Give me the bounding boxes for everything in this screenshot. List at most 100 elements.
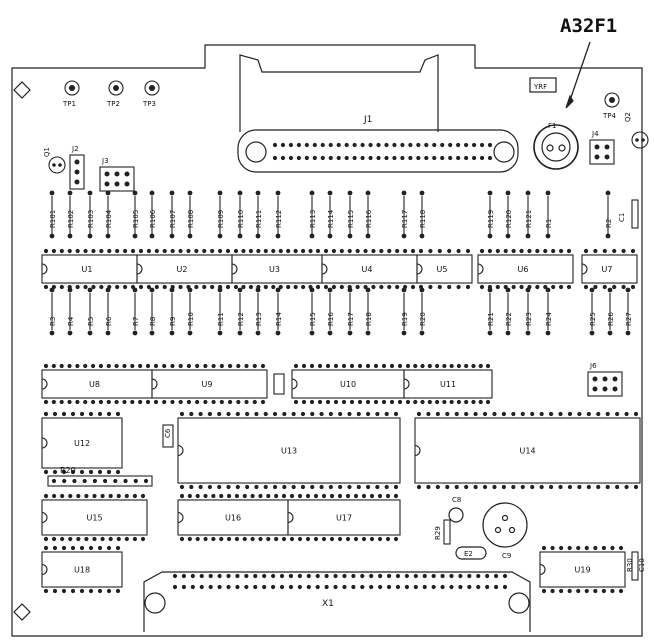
resistor-r119: R119 [487, 210, 495, 228]
ic-u7 [581, 254, 638, 284]
e2-label: E2 [464, 550, 473, 558]
resistor-r6: R6 [105, 316, 113, 326]
resistor-r5: R5 [87, 317, 95, 326]
q2-label: Q2 [624, 112, 632, 122]
resistor-r11: R11 [217, 312, 225, 326]
yrf-box [529, 77, 557, 93]
small-component-0 [631, 199, 639, 229]
small-component-3 [443, 519, 451, 545]
resistor-r19: R19 [401, 312, 409, 326]
connector-x1-label: X1 [322, 599, 334, 609]
resistor-r14: R14 [275, 312, 283, 326]
resistor-r4: R4 [67, 316, 75, 326]
header-j2 [69, 154, 85, 190]
resistor-r109: R109 [217, 210, 225, 228]
transistor-q1 [48, 156, 66, 174]
resistor-r120: R120 [505, 210, 513, 228]
resistor-r26: R26 [607, 312, 615, 326]
test-point-label: TP4 [602, 112, 616, 120]
r20-label: R20 [60, 466, 76, 475]
resistor-r106: R106 [149, 209, 157, 228]
transistor-q2 [631, 131, 649, 149]
resistor-r112: R112 [275, 210, 283, 228]
resistor-r21: R21 [487, 312, 495, 326]
header-label: J6 [589, 362, 597, 370]
q1-label: Q1 [43, 147, 51, 157]
ic-u1-label: U1 [82, 265, 93, 274]
ic-u17-label: U17 [336, 514, 352, 523]
x1-connector [143, 571, 531, 632]
ic-u8-label: U8 [89, 380, 100, 389]
callout-label: A32F1 [560, 15, 617, 37]
resistor-r117: R117 [401, 210, 409, 228]
resistor-r24: R24 [545, 312, 553, 326]
test-point-label: TP2 [106, 100, 120, 108]
resistor-r17: R17 [347, 312, 355, 326]
resistor-r2: R2 [605, 219, 613, 228]
test-point-tp2 [108, 80, 124, 96]
small-component-4 [273, 373, 285, 395]
resistor-r25: R25 [589, 312, 597, 326]
test-point-tp3 [144, 80, 160, 96]
mount-marker-bottom [13, 603, 31, 621]
test-point-label: TP3 [142, 100, 156, 108]
resistor-r110: R110 [237, 210, 245, 228]
header-j3 [99, 166, 135, 192]
ic-u9-label: U9 [202, 380, 213, 389]
ic-u19 [539, 551, 626, 588]
ic-u2-label: U2 [177, 265, 188, 274]
e2-part [455, 546, 487, 560]
small-component-1 [162, 424, 174, 448]
resistor-r22: R22 [505, 312, 513, 326]
resistor-r16: R16 [327, 312, 335, 326]
connector-j1-label: J1 [363, 115, 372, 125]
capacitor-c9 [482, 502, 528, 548]
ic-u13 [177, 417, 401, 484]
fuse-f1 [533, 124, 579, 170]
ic-u12 [41, 417, 123, 469]
ic-u17 [287, 499, 401, 536]
header-j4 [589, 139, 615, 165]
ic-u15 [41, 499, 148, 536]
ic-u15-label: U15 [87, 514, 103, 523]
resistor-r15: R15 [309, 312, 317, 326]
ic-u12-label: U12 [74, 439, 90, 448]
ic-u14-label: U14 [520, 447, 536, 456]
test-point-tp1 [64, 80, 80, 96]
ic-u4-label: U4 [362, 265, 373, 274]
resistor-r105: R105 [132, 210, 140, 228]
ic-u11 [403, 369, 493, 399]
ic-u6 [477, 254, 574, 284]
resistor-r12: R12 [237, 312, 245, 326]
ic-u16-label: U16 [225, 514, 241, 523]
resistor-r3: R3 [49, 317, 57, 326]
resistor-r13: R13 [255, 312, 263, 326]
header-label: J3 [101, 157, 109, 165]
ic-u10-label: U10 [340, 380, 356, 389]
resistor-r7: R7 [132, 317, 140, 326]
c8-label: C8 [452, 496, 461, 504]
resistor-r111: R111 [255, 210, 263, 228]
ic-u14 [414, 417, 641, 484]
resistor-r23: R23 [525, 312, 533, 326]
resistor-r115: R115 [347, 210, 355, 228]
resistor-r9: R9 [169, 317, 177, 326]
ic-u18-label: U18 [74, 566, 90, 575]
resistor-r121: R121 [525, 210, 533, 228]
resistor-r102: R102 [67, 210, 75, 228]
ic-u13-label: U13 [281, 447, 297, 456]
header-j6 [587, 371, 623, 397]
resistor-r108: R108 [187, 210, 195, 228]
mount-marker-top [13, 81, 31, 99]
resistor-r116: R116 [365, 209, 373, 228]
yrf-label: YRF [533, 83, 547, 91]
header-label: J2 [71, 145, 79, 153]
j1-connector [239, 54, 439, 132]
resistor-r8: R8 [149, 317, 157, 326]
c9-label: C9 [502, 552, 511, 560]
r29-label: R29 [434, 526, 442, 540]
callout-leader [567, 41, 591, 107]
resistor-r20: R20 [419, 312, 427, 326]
resistor-r101: R101 [49, 210, 57, 228]
